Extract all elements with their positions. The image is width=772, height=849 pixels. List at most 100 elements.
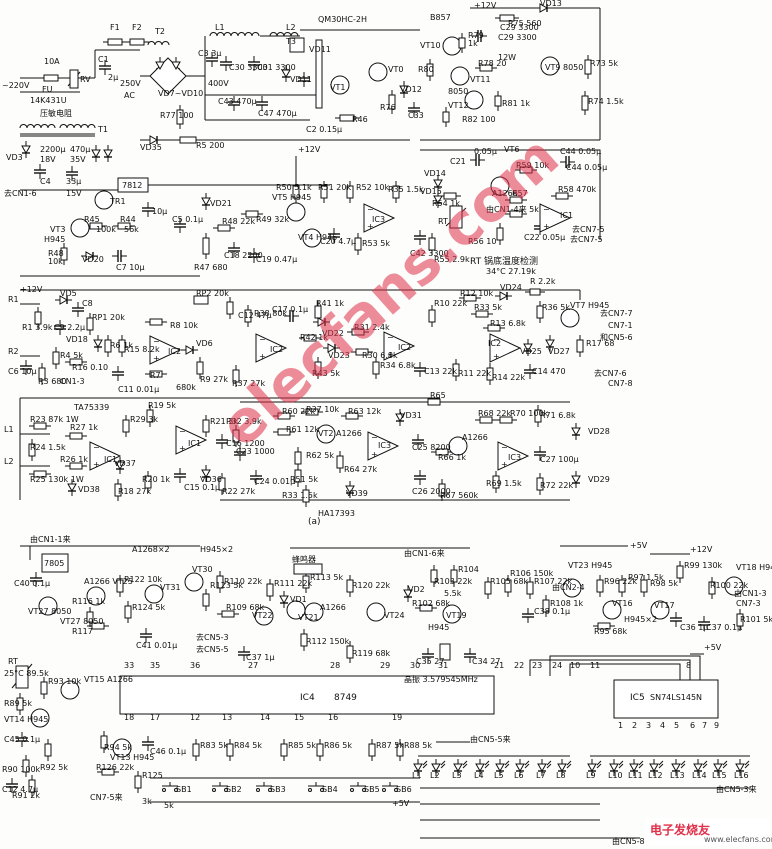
diode (281, 69, 291, 79)
label: 25°C 89.5k (4, 669, 49, 678)
label: 8749 (334, 693, 357, 703)
label: L12 (648, 771, 663, 780)
label: 7805 (44, 559, 64, 568)
logo-cn: 电子发烧友 (650, 822, 710, 837)
label: L3 (452, 771, 462, 780)
label: 12W (498, 53, 516, 62)
op-amp-minus: − (493, 335, 500, 344)
label: H945 (44, 235, 65, 244)
wire (529, 659, 691, 680)
label: VD38 (78, 485, 100, 494)
transistor (448, 436, 468, 456)
label: VD39 (346, 489, 368, 498)
label: VT16 (612, 599, 633, 608)
label: C42 3300 (410, 249, 449, 258)
label: R15 8.2k (124, 345, 160, 354)
resistor (345, 412, 359, 420)
diode (433, 179, 443, 189)
label: 由CN1-1来 (30, 534, 71, 544)
label: C38 0.1μ (534, 607, 570, 616)
transistor (86, 586, 106, 606)
label: R14 22k (492, 373, 525, 382)
label: C37 0.1μ (706, 623, 742, 632)
resistor (509, 210, 523, 218)
wire (702, 763, 708, 769)
inductor-turn (244, 32, 253, 37)
label: L1 (412, 771, 422, 780)
label: R91 2k (12, 791, 40, 800)
resistor (450, 569, 458, 583)
label: VD18 (66, 335, 88, 344)
label: R20 1k (142, 475, 170, 484)
label: L16 (734, 771, 749, 780)
thermistor (15, 665, 29, 689)
label: VT7 H945 (570, 301, 609, 310)
label: VD13 (540, 0, 562, 8)
label: L9 (586, 771, 596, 780)
wire (462, 760, 468, 766)
label: 压敏电阻 (40, 108, 72, 118)
label: R19 5k (148, 401, 176, 410)
label: VD3 (6, 153, 23, 162)
diode (59, 295, 69, 305)
transistor (442, 36, 462, 56)
label: 由CN2-4 (552, 582, 585, 592)
label: R73 5k (590, 59, 618, 68)
label: R76 (380, 103, 396, 112)
label: 9 (714, 721, 719, 730)
resistor (116, 579, 124, 593)
label: R87 5k (376, 741, 404, 750)
resistor (134, 775, 142, 789)
op-amp (497, 441, 530, 471)
resistor (217, 224, 231, 232)
diode (587, 763, 597, 773)
inductor-turn (276, 32, 285, 37)
label: R29 3k (130, 415, 158, 424)
diode (571, 475, 581, 485)
wire (638, 760, 644, 766)
op-amp (363, 203, 396, 233)
label: 由CN5-8来 (612, 836, 653, 846)
resistor (22, 759, 30, 773)
diode (523, 343, 533, 353)
label: R51 5k (290, 475, 318, 484)
wire (596, 760, 602, 766)
label: R60 22k (282, 407, 315, 416)
resistor (44, 743, 52, 757)
transistor (70, 218, 90, 238)
label: 36 (190, 661, 200, 670)
label: L4 (474, 771, 484, 780)
label: VD20 (82, 255, 104, 264)
label: C45 0.1μ (4, 735, 40, 744)
label: C17 0.1μ (272, 305, 308, 314)
label: VD6 (196, 339, 213, 348)
label: VD5 (60, 289, 77, 298)
transistor (302, 228, 322, 248)
switch-contact (162, 788, 166, 792)
resistor (509, 196, 523, 204)
diode (539, 3, 549, 13)
thermistor (449, 205, 463, 229)
label: C4 (40, 177, 51, 186)
label: 去CN5-5 (196, 644, 229, 654)
wire (744, 763, 750, 769)
label: 18 (124, 713, 134, 722)
igbt-body (315, 39, 323, 109)
label: 2μ (108, 73, 118, 82)
diode (149, 135, 159, 145)
resistor (149, 318, 163, 326)
resistor (536, 305, 544, 319)
resistor (419, 604, 433, 612)
label: R123 5k (210, 581, 243, 590)
label: 0.05μ (474, 147, 497, 156)
resistor (526, 581, 534, 595)
label: SB4 (322, 785, 338, 794)
label: R11 22k (458, 369, 491, 378)
transistor (112, 738, 132, 758)
op-amp-minus: − (371, 433, 378, 442)
trimmer (193, 295, 209, 305)
transistor (38, 596, 58, 616)
op-amp (175, 425, 208, 455)
label: L6 (514, 771, 524, 780)
wire (680, 763, 686, 769)
